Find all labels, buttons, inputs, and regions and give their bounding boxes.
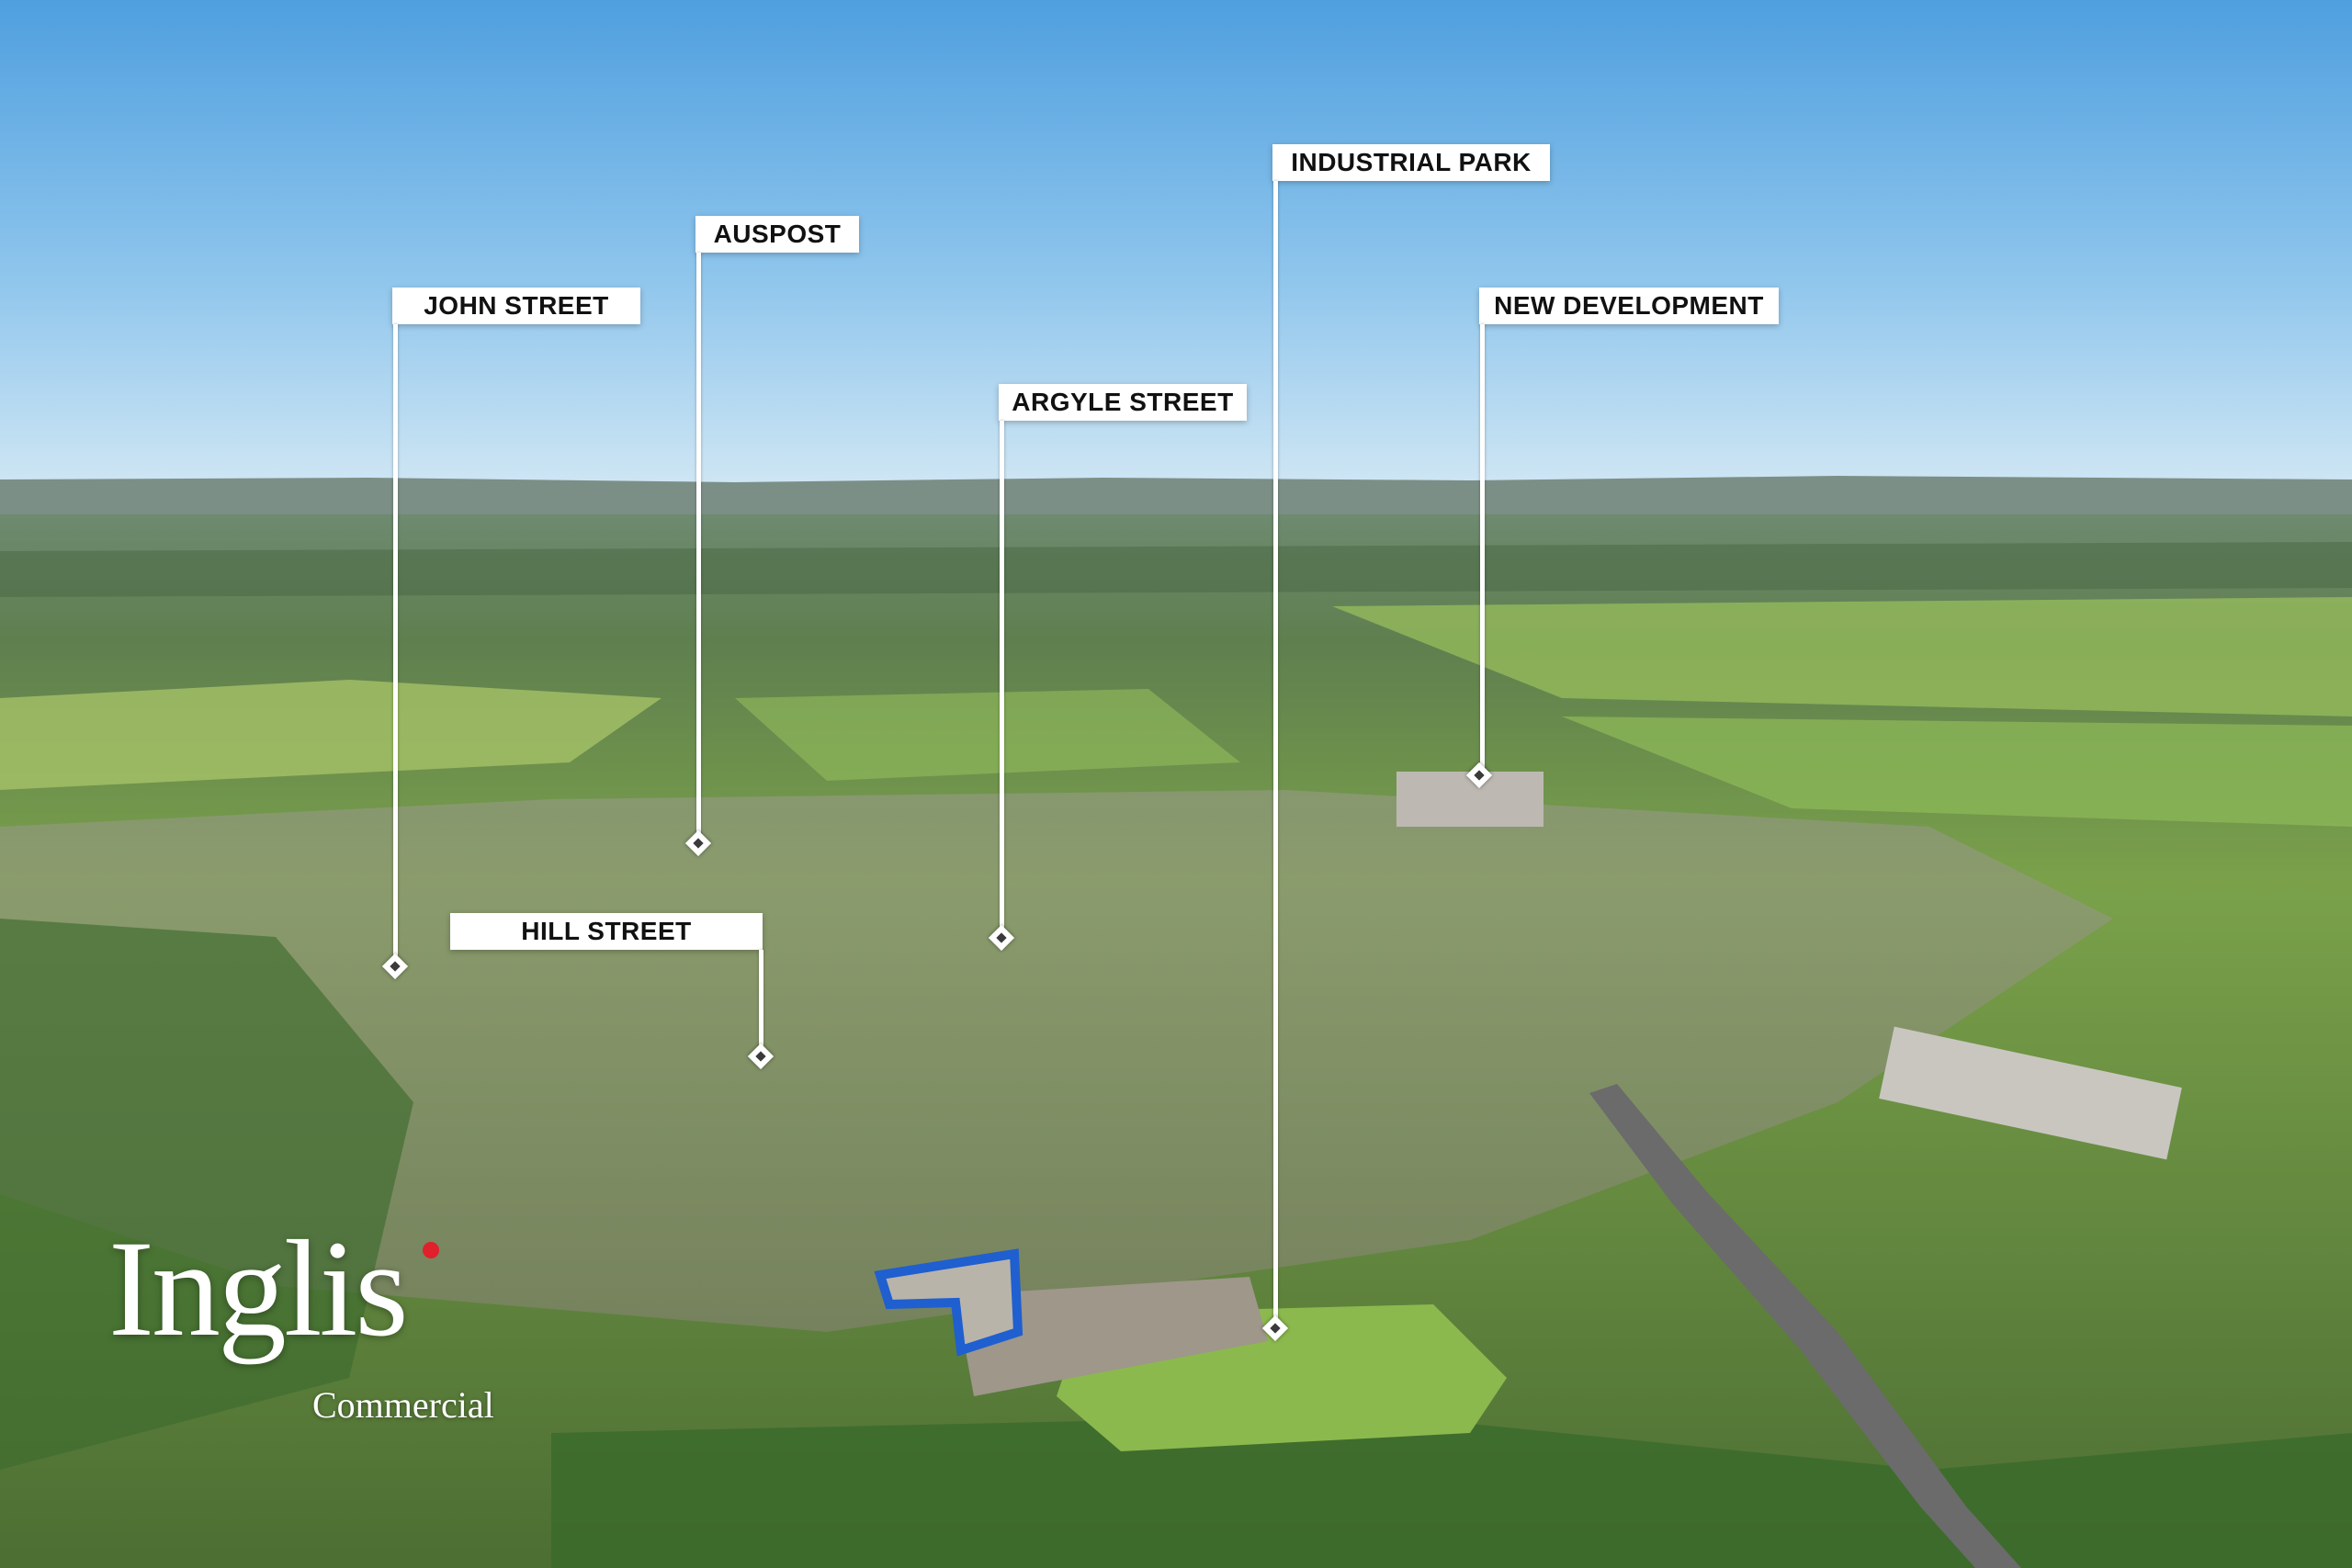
tree-canopy-left	[0, 919, 413, 1470]
callout-label: NEW DEVELOPMENT	[1494, 291, 1764, 320]
callout-label: ARGYLE STREET	[1012, 388, 1234, 416]
industrial-building	[1879, 1026, 2182, 1160]
callout-hill-street: HILL STREET	[450, 913, 763, 950]
logo-dot-icon	[423, 1242, 439, 1258]
callout-label: JOHN STREET	[424, 291, 609, 320]
callout-industrial-park: INDUSTRIAL PARK	[1272, 144, 1550, 181]
callout-stem	[759, 950, 763, 1051]
callout-label: HILL STREET	[521, 917, 692, 945]
development-building	[1396, 772, 1544, 827]
callout-new-development: NEW DEVELOPMENT	[1479, 288, 1779, 324]
main-road	[1589, 1084, 2021, 1568]
treeline	[0, 542, 2352, 597]
field-right-lower	[1562, 716, 2352, 827]
callout-stem	[393, 324, 398, 958]
callout-stem	[1000, 421, 1004, 931]
inglis-commercial-logo: Inglis Commercial	[108, 1220, 531, 1431]
highlighted-property	[874, 1248, 1023, 1357]
logo-wordmark: Inglis	[108, 1213, 409, 1365]
tree-canopy-bottom	[551, 1415, 2352, 1568]
callout-john-street: JOHN STREET	[392, 288, 640, 324]
callout-label: AUSPOST	[713, 220, 842, 248]
callout-stem	[1273, 181, 1278, 1320]
carpark	[956, 1277, 1268, 1396]
callout-stem	[696, 253, 701, 840]
field-center	[735, 689, 1240, 781]
field-right	[1332, 597, 2352, 716]
field-left	[0, 680, 662, 790]
callout-stem	[1480, 324, 1485, 774]
logo-subtitle: Commercial	[312, 1384, 494, 1426]
callout-label: INDUSTRIAL PARK	[1291, 148, 1532, 176]
callout-argyle-street: ARGYLE STREET	[999, 384, 1247, 421]
callout-auspost: AUSPOST	[695, 216, 859, 253]
